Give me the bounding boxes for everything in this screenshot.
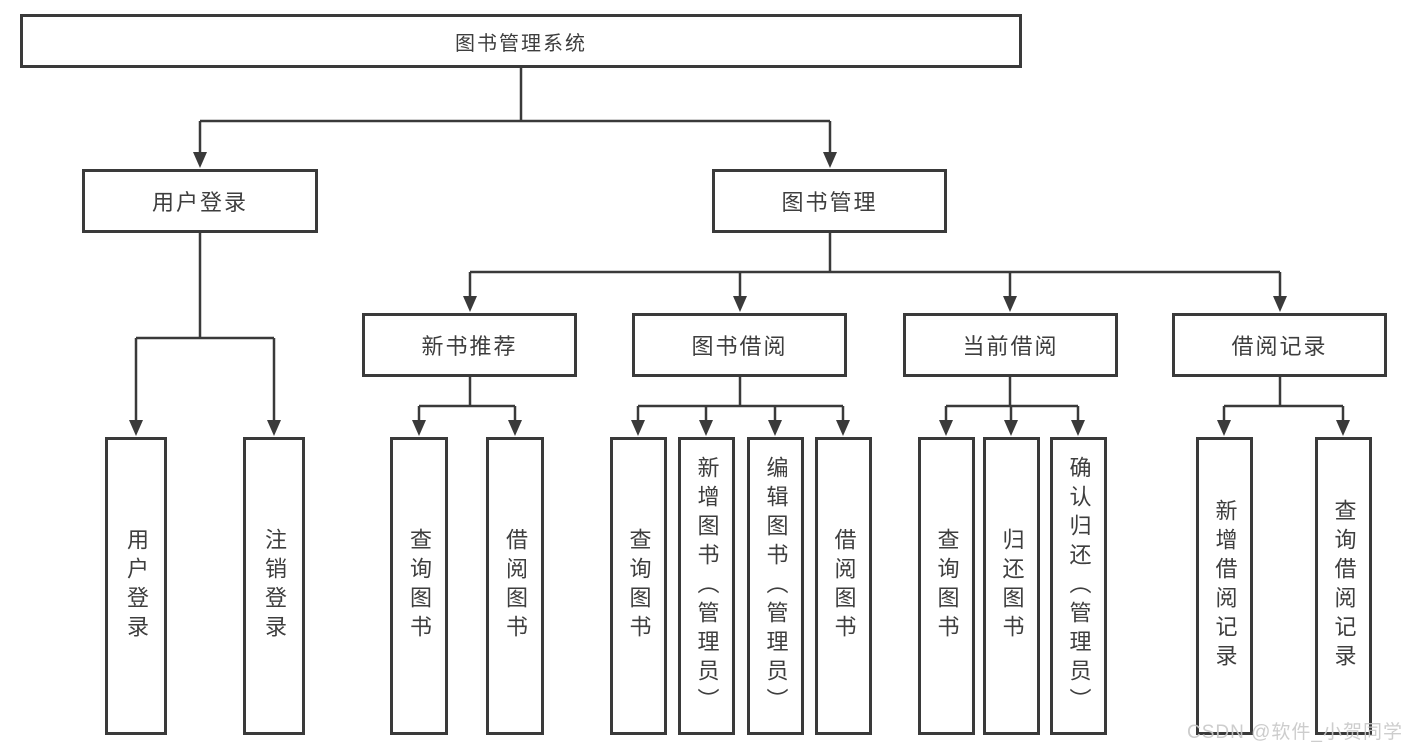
leaf-edit-books-admin: 编辑图书（管理员） [747, 437, 804, 735]
node-label: 注销登录 [262, 528, 287, 644]
node-label: 编辑图书（管理员） [763, 455, 789, 717]
node-label: 新增借阅记录 [1212, 499, 1238, 673]
node-borrowing-records: 借阅记录 [1172, 313, 1387, 377]
leaf-return-books: 归还图书 [983, 437, 1040, 735]
node-label: 查询图书 [626, 528, 652, 644]
node-label: 图书借阅 [691, 334, 788, 359]
leaf-add-books-admin: 新增图书（管理员） [678, 437, 735, 735]
node-label: 查询图书 [407, 528, 432, 644]
node-label: 新书推荐 [421, 334, 518, 359]
node-label: 查询借阅记录 [1331, 499, 1357, 673]
arrowheads [129, 152, 1350, 436]
node-label: 当前借阅 [962, 334, 1059, 359]
leaf-query-books-1: 查询图书 [390, 437, 448, 735]
node-label: 归还图书 [999, 528, 1025, 644]
node-library-management-system: 图书管理系统 [20, 14, 1022, 68]
leaf-logout: 注销登录 [243, 437, 305, 735]
node-label: 图书管理系统 [455, 32, 587, 55]
leaf-borrow-books-2: 借阅图书 [815, 437, 872, 735]
node-new-book-recommendation: 新书推荐 [362, 313, 577, 377]
node-label: 新增图书（管理员） [694, 455, 720, 717]
node-label: 借阅图书 [503, 528, 528, 644]
node-book-management-branch: 图书管理 [712, 169, 947, 233]
leaf-user-login: 用户登录 [105, 437, 167, 735]
node-label: 借阅记录 [1231, 334, 1328, 359]
node-book-borrowing: 图书借阅 [632, 313, 847, 377]
node-label: 确认归还（管理员） [1066, 455, 1092, 717]
leaf-borrow-books-1: 借阅图书 [486, 437, 544, 735]
node-label: 查询图书 [934, 528, 960, 644]
leaf-query-borrow-record: 查询借阅记录 [1315, 437, 1372, 735]
leaf-query-books-3: 查询图书 [918, 437, 975, 735]
node-user-login-branch: 用户登录 [82, 169, 318, 233]
leaf-query-books-2: 查询图书 [610, 437, 667, 735]
csdn-watermark: CSDN @软件_小贺同学 [1187, 722, 1403, 743]
node-label: 用户登录 [124, 528, 149, 644]
node-label: 图书管理 [781, 190, 878, 215]
node-current-borrowing: 当前借阅 [903, 313, 1118, 377]
node-label: 用户登录 [151, 190, 248, 215]
leaf-add-borrow-record: 新增借阅记录 [1196, 437, 1253, 735]
node-label: 借阅图书 [831, 528, 857, 644]
leaf-confirm-return-admin: 确认归还（管理员） [1050, 437, 1107, 735]
